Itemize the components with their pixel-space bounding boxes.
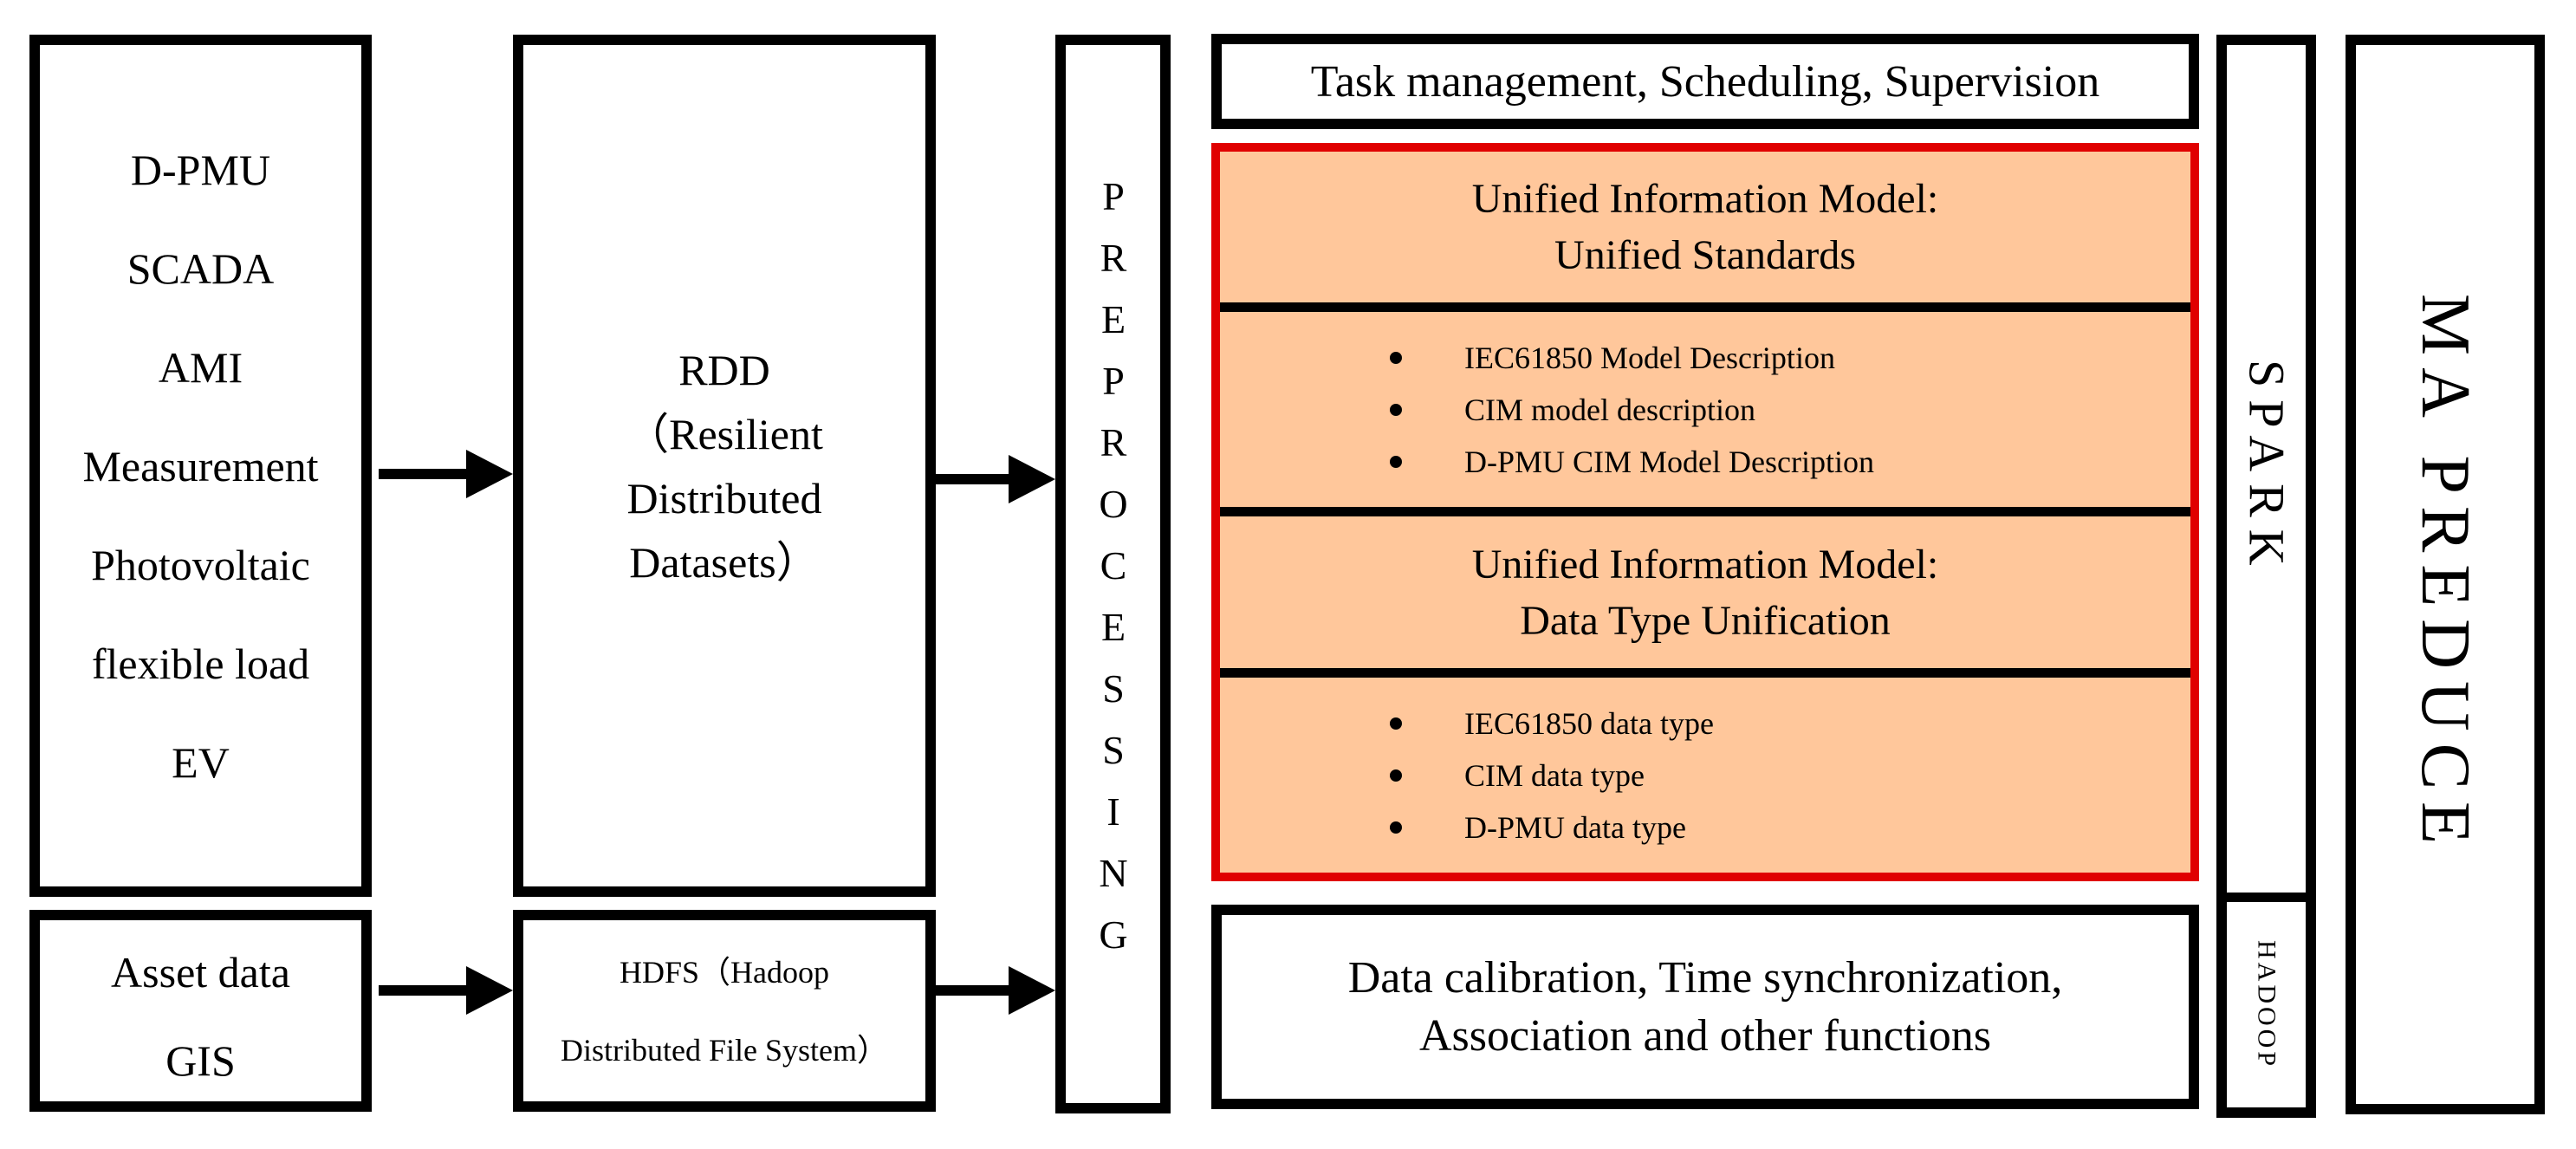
spark-label: SPARK [2238, 360, 2295, 578]
list-item: IEC61850 Model Description [1390, 341, 2190, 374]
unified-standards-header: Unified Information Model: Unified Stand… [1220, 152, 2190, 302]
header-line: Unified Information Model: [1471, 541, 1939, 587]
list-item-label: CIM model description [1464, 392, 1755, 427]
preprocessing-label: PREPROCESSING [1091, 174, 1136, 974]
source-item: SCADA [127, 243, 275, 293]
rdd-box: RDD （Resilient Distributed Datasets） [513, 35, 936, 897]
list-item-label: D-PMU data type [1464, 809, 1686, 845]
arrow-shaft [936, 985, 1009, 996]
arrow-right-icon [1009, 966, 1055, 1015]
source-item: Measurement [82, 441, 319, 490]
list-item-label: CIM data type [1464, 757, 1645, 793]
strip-divider [2227, 893, 2306, 902]
header-line: Data Type Unification [1520, 597, 1891, 644]
list-item: CIM data type [1390, 759, 2190, 792]
hadoop-label: HADOOP [2252, 939, 2281, 1069]
arrow-right-icon [466, 450, 513, 498]
source-item: AMI [158, 342, 243, 392]
list-item-label: IEC61850 data type [1464, 705, 1714, 741]
bullet-icon [1390, 351, 1402, 364]
bullet-icon [1390, 769, 1402, 782]
rdd-line: RDD [678, 345, 770, 394]
functions-line: Data calibration, Time synchronization, [1347, 953, 2063, 1003]
unified-model-box: Unified Information Model: Unified Stand… [1211, 143, 2199, 881]
rdd-line: Distributed [626, 473, 822, 523]
hdfs-box: HDFS（Hadoop Distributed File System） [513, 910, 936, 1112]
arrow-right-icon [466, 966, 513, 1015]
data-type-unification-header: Unified Information Model: Data Type Uni… [1220, 516, 2190, 668]
asset-item: GIS [165, 1035, 236, 1085]
section-divider [1220, 507, 2190, 516]
bullet-icon [1390, 403, 1402, 416]
arrow-shaft [936, 474, 1009, 484]
hdfs-line: HDFS（Hadoop [619, 954, 830, 990]
header-line: Unified Information Model: [1471, 176, 1939, 222]
model-description-list: IEC61850 Model Description CIM model des… [1220, 312, 2190, 507]
mapreduce-label: MA PREDUCE [2407, 293, 2483, 856]
arrow-right-icon [1009, 455, 1055, 503]
source-item: flexible load [91, 639, 310, 688]
arrow-shaft [379, 985, 466, 996]
asset-data-box: Asset data GIS [29, 910, 372, 1112]
arrow-shaft [379, 469, 466, 479]
spark-section: SPARK [2227, 45, 2306, 893]
rdd-line: Datasets） [629, 537, 820, 587]
list-item: D-PMU CIM Model Description [1390, 445, 2190, 478]
source-item: D-PMU [130, 145, 271, 194]
section-divider [1220, 668, 2190, 678]
bullet-icon [1390, 821, 1402, 834]
task-management-box: Task management, Scheduling, Supervision [1211, 34, 2199, 129]
bullet-icon [1390, 455, 1402, 468]
flow-arrow-sources-to-rdd [379, 450, 513, 498]
data-type-list: IEC61850 data type CIM data type D-PMU d… [1220, 678, 2190, 873]
hdfs-line: Distributed File System） [561, 1032, 888, 1068]
data-sources-box: D-PMU SCADA AMI Measurement Photovoltaic… [29, 35, 372, 897]
flow-arrow-rdd-to-preprocessing [936, 455, 1055, 503]
flow-arrow-asset-to-hdfs [379, 966, 513, 1015]
list-item: IEC61850 data type [1390, 707, 2190, 740]
section-divider [1220, 302, 2190, 312]
list-item-label: D-PMU CIM Model Description [1464, 444, 1874, 479]
header-line: Unified Standards [1554, 232, 1856, 278]
functions-box: Data calibration, Time synchronization, … [1211, 905, 2199, 1109]
list-item: CIM model description [1390, 393, 2190, 426]
source-item: Photovoltaic [91, 540, 310, 589]
mapreduce-box: MA PREDUCE [2346, 35, 2545, 1114]
preprocessing-strip: PREPROCESSING [1055, 35, 1171, 1113]
source-item: EV [172, 737, 230, 787]
hadoop-section: HADOOP [2227, 902, 2306, 1107]
flow-arrow-hdfs-to-preprocessing [936, 966, 1055, 1015]
list-item-label: IEC61850 Model Description [1464, 340, 1835, 375]
spark-hadoop-strip: SPARK HADOOP [2216, 35, 2316, 1118]
rdd-line: （Resilient [626, 409, 823, 458]
functions-line: Association and other functions [1419, 1011, 1991, 1061]
asset-item: Asset data [111, 947, 290, 996]
task-management-label: Task management, Scheduling, Supervision [1310, 56, 2100, 107]
bullet-icon [1390, 717, 1402, 730]
list-item: D-PMU data type [1390, 811, 2190, 844]
